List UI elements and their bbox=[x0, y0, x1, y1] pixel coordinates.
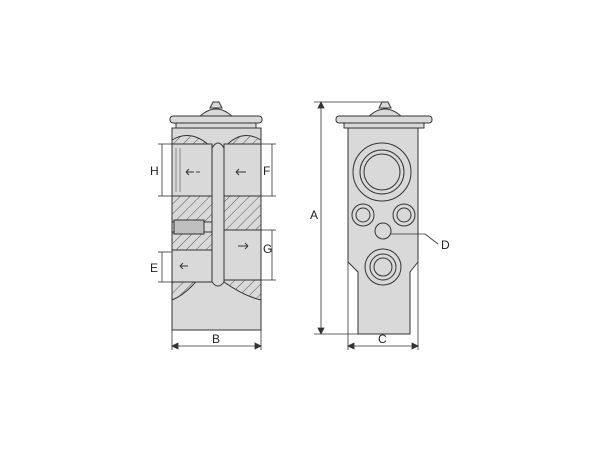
port-h-pocket bbox=[171, 143, 213, 197]
label-e: E bbox=[150, 261, 158, 275]
lower-port bbox=[364, 248, 402, 286]
port-f-pocket bbox=[223, 143, 262, 197]
left-top-cap bbox=[169, 101, 263, 129]
leader-d bbox=[390, 233, 439, 245]
label-h: H bbox=[150, 164, 159, 178]
center-hole bbox=[374, 222, 392, 240]
label-a: A bbox=[310, 208, 318, 222]
side-port-right bbox=[392, 203, 416, 227]
side-port-left bbox=[351, 203, 375, 227]
sectional-view: H E F G B bbox=[150, 101, 276, 350]
flow-arrows bbox=[179, 168, 249, 270]
dimension-g bbox=[261, 229, 276, 281]
label-d: D bbox=[441, 238, 450, 252]
label-c: C bbox=[378, 332, 387, 346]
side-view: D A C bbox=[310, 101, 450, 350]
dimension-e bbox=[158, 251, 172, 283]
label-b: B bbox=[212, 332, 220, 346]
dimension-f bbox=[261, 143, 276, 197]
label-g: G bbox=[263, 242, 272, 256]
label-f: F bbox=[263, 164, 270, 178]
right-top-cap bbox=[335, 101, 433, 129]
port-g-pocket bbox=[223, 229, 262, 281]
dimension-b bbox=[171, 330, 262, 350]
dimension-c bbox=[347, 262, 419, 350]
port-e-pocket bbox=[171, 249, 213, 283]
dimension-h bbox=[158, 143, 172, 197]
large-port bbox=[352, 142, 412, 202]
dimension-a bbox=[314, 101, 382, 335]
